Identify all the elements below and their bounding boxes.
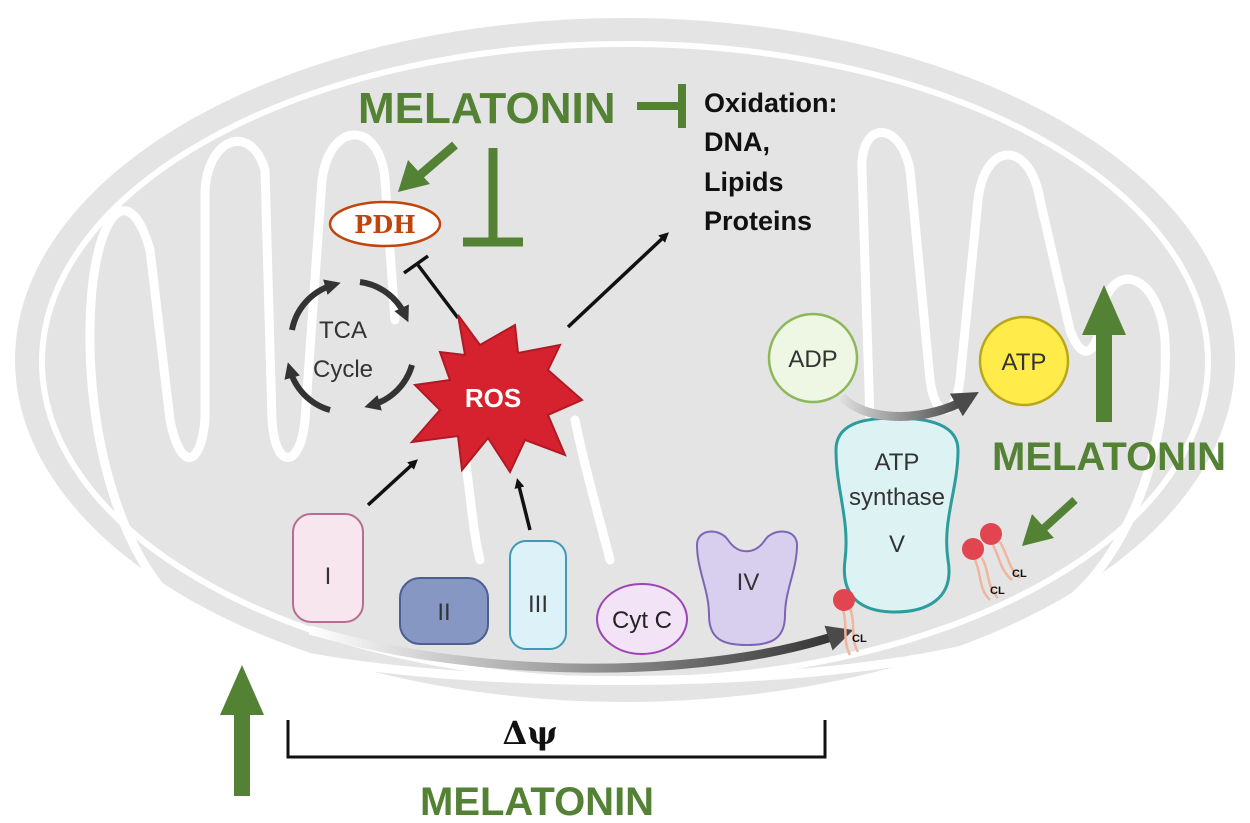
crista-lower-right — [570, 415, 615, 565]
pdh-label: PDH — [354, 210, 416, 239]
inner-membrane-cristae — [85, 128, 1170, 637]
cytc-label: Cyt C — [612, 607, 672, 634]
complex-i-to-ros-arrow — [366, 459, 418, 507]
cardiolipin-right — [962, 523, 1021, 601]
complex-ii — [399, 577, 489, 645]
melatonin-to-pdh-arrow-shaft — [417, 141, 458, 179]
complex-iv-label: IV — [737, 569, 760, 596]
cardiolipin-bottom — [833, 589, 860, 656]
membrane-potential-increase-arrowhead — [220, 665, 264, 715]
complex-iii — [509, 540, 567, 650]
membrane-potential-increase-arrow-shaft — [234, 712, 250, 796]
melatonin-to-pdh-arrowhead — [398, 160, 430, 192]
atp-increase-arrow-shaft — [1096, 330, 1112, 422]
electron-flow-arrow — [308, 625, 854, 673]
atp-increase-arrowhead — [1082, 285, 1126, 335]
atp-synthase-line2: synthase — [849, 484, 945, 511]
melatonin-right-label: MELATONIN — [992, 435, 1226, 479]
atp-synthase-line3: V — [889, 531, 905, 558]
complex-iii-label: III — [528, 591, 548, 618]
cardiolipin-label-3: CL — [1012, 568, 1027, 580]
tca-cycle — [284, 279, 415, 413]
cardiolipin-label-1: CL — [852, 633, 867, 645]
delta-psi-bracket — [286, 720, 827, 759]
adp-to-atp-arrow — [838, 392, 979, 421]
melatonin-to-cardiolipin-arrowhead — [1022, 514, 1054, 546]
oxidation-dna: DNA, — [704, 127, 770, 157]
atp-label: ATP — [1002, 349, 1047, 376]
oxidation-lipids: Lipids — [704, 167, 784, 197]
ros-inhibit-pdh-bar — [402, 254, 430, 275]
atp-molecule — [978, 315, 1070, 407]
melatonin-bottom-label: MELATONIN — [420, 780, 654, 823]
oxidation-proteins: Proteins — [704, 206, 812, 236]
melatonin-to-cardiolipin-arrow-shaft — [1039, 497, 1078, 533]
cardiolipin-label-2: CL — [990, 585, 1005, 597]
pdh-enzyme — [328, 200, 442, 248]
tca-label-line1: TCA — [319, 317, 367, 344]
delta-psi-label: Δψ — [503, 714, 558, 752]
adp-molecule — [767, 312, 859, 404]
complex-iii-to-ros-arrow — [514, 478, 532, 531]
complex-iv — [695, 530, 799, 647]
ros-burst — [409, 314, 584, 475]
cytochrome-c — [596, 583, 688, 655]
atp-synthase — [834, 416, 960, 614]
ros-inhibit-pdh-line — [416, 263, 460, 320]
adp-label: ADP — [788, 346, 837, 373]
inner-membrane-bottom — [210, 627, 1005, 685]
ros-to-oxidation-arrow — [566, 232, 669, 329]
complex-ii-label: II — [437, 599, 450, 626]
ros-label: ROS — [465, 383, 521, 413]
complex-i-label: I — [325, 563, 332, 590]
complex-i — [292, 513, 364, 623]
atp-synthase-line1: ATP — [875, 449, 920, 476]
tca-label-line2: Cycle — [313, 356, 373, 383]
oxidation-title: Oxidation: — [704, 88, 838, 118]
melatonin-top-label: MELATONIN — [358, 84, 615, 133]
